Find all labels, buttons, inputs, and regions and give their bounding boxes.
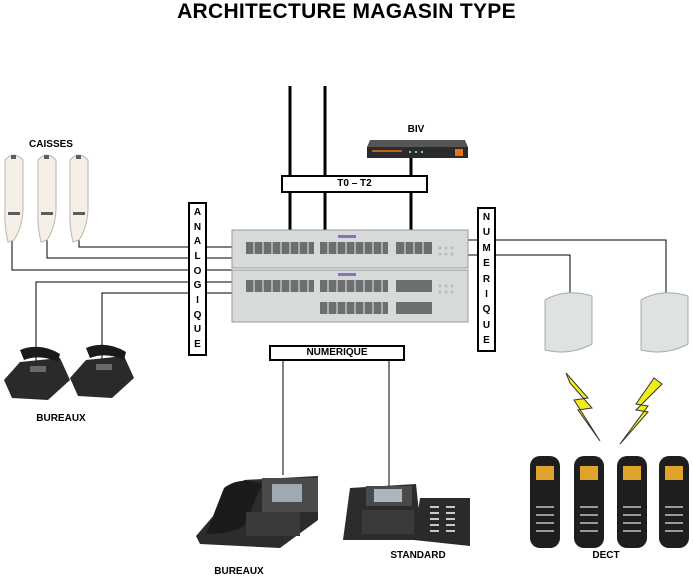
numeric-bottom-wires: [282, 360, 390, 486]
numerique-letter: M: [482, 242, 491, 254]
dect-handset-icon: [530, 456, 689, 548]
numerique-letter: R: [482, 273, 491, 285]
numerique-bottom-label: NUMERIQUE: [269, 345, 405, 361]
numerique-letter: Q: [482, 304, 491, 316]
dect-label: DECT: [592, 550, 620, 561]
t0-t2-lines: [288, 86, 413, 230]
numerique-letter: U: [482, 227, 491, 239]
analogique-letter: G: [193, 280, 202, 292]
standard-label: STANDARD: [390, 550, 446, 561]
payment-terminal-icon: [4, 154, 89, 243]
analogique-letter: L: [194, 250, 201, 262]
ip-phone-icon: [196, 476, 318, 548]
numerique-letter: U: [482, 319, 491, 331]
numerique-letter: E: [483, 335, 490, 346]
t0-t2-label: T0 – T2: [281, 175, 428, 193]
analogique-letter: Q: [193, 309, 202, 321]
analogique-letter: U: [193, 324, 202, 336]
caisses-label: CAISSES: [29, 139, 73, 150]
biv-label: BIV: [407, 124, 425, 135]
analogique-letter: O: [193, 265, 202, 277]
desk-phone-icon: [4, 344, 134, 400]
analogique-letter: A: [193, 236, 202, 248]
numerique-letter: I: [485, 288, 488, 300]
analogique-letter: A: [193, 207, 202, 218]
analogique-letter: I: [196, 294, 199, 306]
page-title: ARCHITECTURE MAGASIN TYPE: [177, 0, 516, 23]
dect-base-station-icon: [544, 292, 689, 353]
numerique-letter: E: [483, 258, 490, 270]
analogique-letter: E: [194, 338, 201, 350]
router-box-icon: [367, 140, 468, 158]
numerique-letter: N: [482, 212, 491, 223]
switchboard-phone-icon: [343, 484, 470, 546]
lightning-icon: [565, 372, 663, 445]
bureaux-bottom-label: BUREAUX: [214, 566, 264, 577]
bureaux-left-label: BUREAUX: [36, 413, 86, 424]
network-switch-icon: [231, 229, 469, 323]
analogique-letter: N: [193, 221, 202, 233]
numeric-wires: [468, 239, 667, 295]
